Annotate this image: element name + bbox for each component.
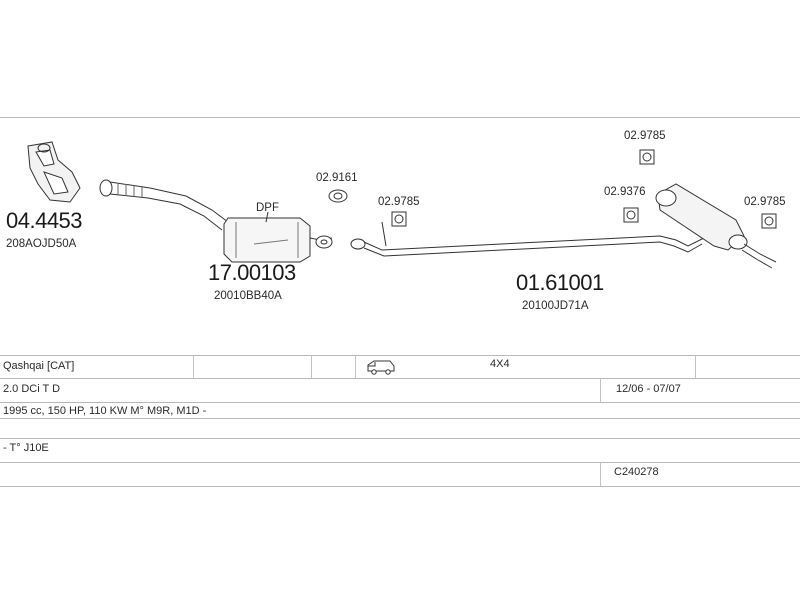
table-divider (311, 355, 312, 378)
rear-mount-part (761, 213, 777, 229)
table-divider (695, 355, 696, 378)
front-pipe-part (99, 179, 229, 231)
front-mount-part (391, 211, 407, 227)
table-line-7 (0, 486, 800, 487)
table-divider (600, 462, 601, 486)
spec-cell: 1995 cc, 150 HP, 110 KW M° M9R, M1D - (3, 405, 207, 417)
type-cell: - T° J10E (3, 442, 49, 454)
table-line-3 (0, 402, 800, 403)
manifold-oem: 208AOJD50A (6, 238, 77, 250)
dpf-code: 17.00103 (208, 260, 296, 285)
top-mount-part (639, 149, 655, 165)
rear-silencer-part (655, 183, 777, 269)
table-divider (600, 378, 601, 402)
exhaust-diagram (27, 141, 777, 269)
dpf-oem: 20010BB40A (214, 290, 282, 302)
table-line-5 (0, 438, 800, 439)
gasket-code: 02.9161 (316, 172, 358, 184)
manifold-code: 04.4453 (6, 208, 83, 233)
table-divider (355, 355, 356, 378)
table-line-6 (0, 462, 800, 463)
mid-pipe-oem: 20100JD71A (522, 300, 589, 312)
table-line-4 (0, 418, 800, 419)
top-mount-code: 02.9785 (624, 130, 666, 142)
table-line-1 (0, 355, 800, 356)
mid-pipe-part (350, 221, 705, 257)
table-divider (193, 355, 194, 378)
gasket-part (328, 189, 348, 203)
reference-cell: C240278 (614, 466, 659, 478)
manifold-part (27, 141, 81, 203)
mid-mount-part (623, 207, 639, 223)
mid-pipe-code: 01.61001 (516, 270, 604, 295)
table-line-2 (0, 378, 800, 379)
front-mount-code: 02.9785 (378, 196, 420, 208)
van-icon (366, 359, 396, 375)
model-cell: Qashqai [CAT] (3, 360, 75, 372)
engine-cell: 2.0 DCi T D (3, 383, 61, 395)
diagram-top-border (0, 117, 800, 118)
mid-mount-code: 02.9376 (604, 186, 646, 198)
drive-cell: 4X4 (490, 358, 510, 370)
years-cell: 12/06 - 07/07 (616, 383, 681, 395)
rear-mount-code: 02.9785 (744, 196, 786, 208)
dpf-part (223, 211, 333, 263)
dpf-label: DPF (256, 202, 279, 214)
